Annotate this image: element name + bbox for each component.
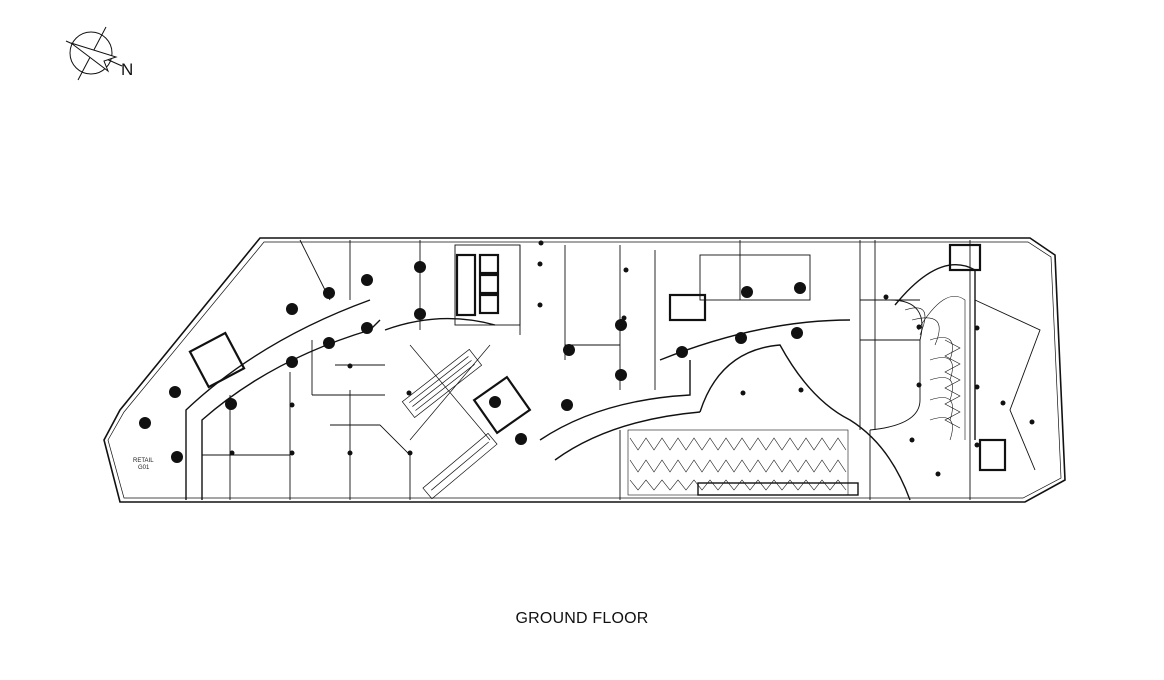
interior-walls	[202, 239, 1041, 500]
parking-ramp	[627, 429, 859, 496]
escalators	[401, 344, 498, 500]
north-arrow-icon	[65, 26, 123, 81]
spiral-ramp	[894, 263, 976, 441]
columns	[139, 240, 1035, 477]
core-walls	[188, 243, 1007, 472]
retail-unit-number: G01	[138, 465, 150, 471]
building-outline	[103, 237, 1066, 503]
north-label: N	[121, 60, 134, 79]
retail-unit-label: RETAIL	[133, 458, 154, 464]
drawing-title: GROUND FLOOR	[515, 610, 649, 627]
room-labels: RETAIL G01	[133, 458, 154, 471]
